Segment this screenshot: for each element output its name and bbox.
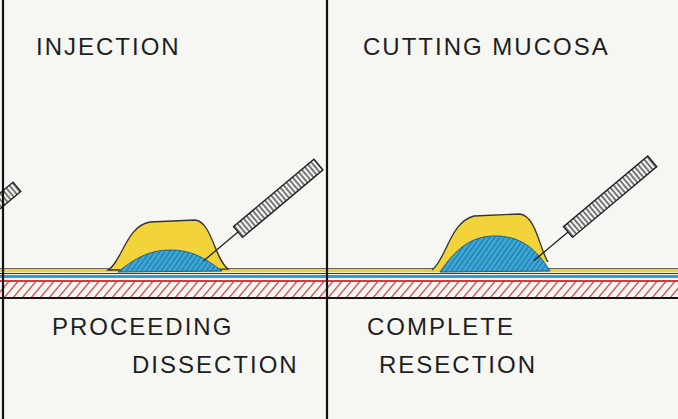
submucosal-bleb bbox=[108, 220, 228, 272]
knife-needle bbox=[529, 156, 657, 266]
injection-needle bbox=[199, 159, 323, 266]
step-panel: INJECTION bbox=[6, 4, 325, 296]
step-heading: PROCEEDING DISSECTION bbox=[52, 308, 312, 384]
tissue-layers bbox=[0, 269, 678, 298]
step-panel: CUTTING MUCOSA bbox=[329, 4, 678, 296]
incised-bleb bbox=[432, 214, 550, 272]
step-panel: COMPLETE RESECTION bbox=[329, 300, 678, 419]
step-heading: INJECTION bbox=[36, 28, 316, 66]
step-heading: COMPLETE RESECTION bbox=[367, 308, 589, 384]
step-heading: CUTTING MUCOSA bbox=[363, 28, 673, 66]
step-panel: PROCEEDING DISSECTION bbox=[6, 300, 325, 419]
